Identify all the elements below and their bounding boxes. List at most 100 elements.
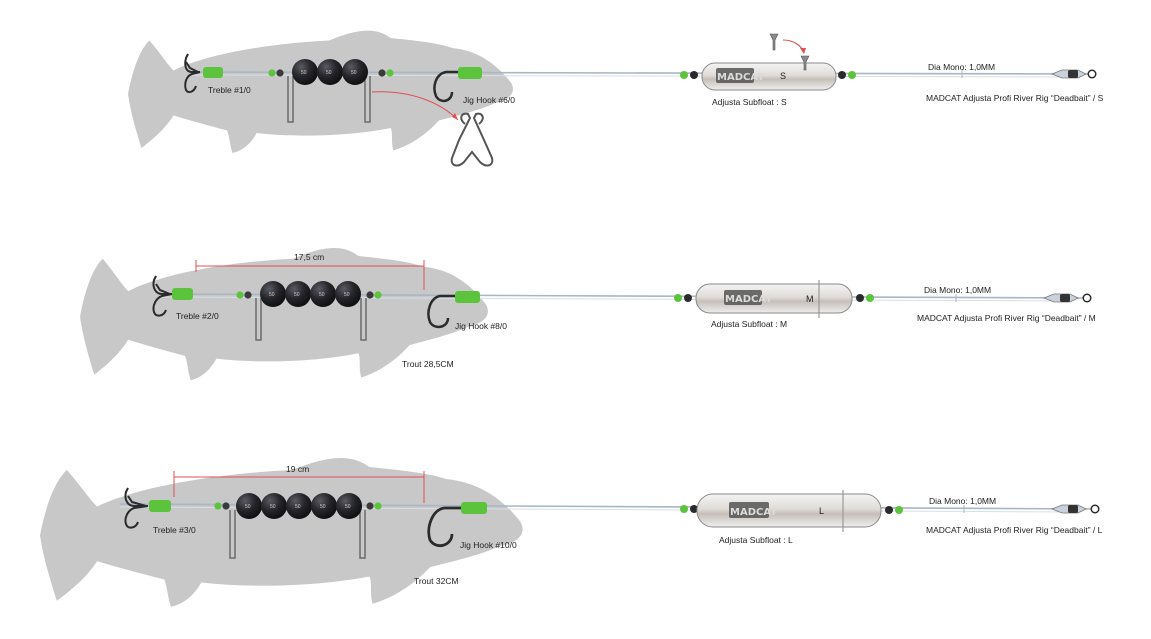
- float-size-letter: M: [806, 294, 814, 304]
- bead-label: 50: [326, 70, 332, 76]
- weight-bead: [285, 281, 311, 307]
- jig-hook-icon: [427, 294, 456, 329]
- pin-icon: [229, 510, 366, 559]
- float-stop-bead: [885, 506, 893, 514]
- swivel-barrel: [1060, 294, 1070, 302]
- subfloat: [696, 493, 882, 528]
- pin-icon: [287, 76, 371, 123]
- float-label: Adjusta Subfloat : M: [711, 319, 787, 329]
- rig-name: MADCAT Adjusta Profi River Rig “Deadbait…: [926, 93, 1104, 103]
- pin-icon: [255, 298, 367, 341]
- float-stop-bead: [895, 506, 903, 514]
- bead-label: 50: [301, 70, 307, 76]
- float-stop-bead: [848, 71, 856, 79]
- bead-label: 50: [345, 504, 351, 510]
- pointer-arrow: [371, 91, 459, 121]
- treble-label: Treble #1/0: [208, 85, 251, 95]
- float-stop-bead: [690, 71, 698, 79]
- jig-hook-label: Jig Hook #8/0: [455, 321, 507, 331]
- float-stop-bead: [690, 505, 698, 513]
- treble-sleeve: [172, 288, 193, 300]
- weight-bead: [292, 59, 318, 85]
- treble-sleeve: [203, 67, 223, 78]
- stop-bead: [222, 502, 230, 510]
- bait-clip-icon: [450, 112, 494, 167]
- bead-label: 50: [245, 504, 251, 510]
- stop-bead: [268, 69, 276, 77]
- float-stop-bead: [680, 71, 688, 79]
- float-label: Adjusta Subfloat : L: [719, 535, 793, 545]
- float-label: Adjusta Subfloat : S: [712, 97, 787, 107]
- weight-bead: [310, 281, 336, 307]
- float-stop-bead: [674, 294, 682, 302]
- rig-2: 17,5 cm 50 50 50 50: [80, 247, 1096, 381]
- stop-bead: [214, 502, 222, 510]
- swivel-ring-icon: [1087, 69, 1097, 79]
- jig-sleeve: [461, 502, 487, 514]
- float-stop-bead: [838, 71, 846, 79]
- stop-bead: [366, 291, 374, 299]
- stop-bead: [244, 291, 252, 299]
- weight-bead: [311, 493, 337, 519]
- mono-label: Dia Mono: 1,0MM: [924, 285, 991, 295]
- bead-label: 50: [269, 292, 275, 298]
- float-stop-bead: [856, 294, 864, 302]
- stop-bead: [386, 69, 394, 77]
- mono-label: Dia Mono: 1,0MM: [929, 496, 996, 506]
- float-brand: MADCAT: [730, 507, 777, 518]
- float-stop-bead: [866, 294, 874, 302]
- swivel-barrel: [1068, 70, 1078, 78]
- treble-label: Treble #2/0: [176, 311, 219, 321]
- stop-bead: [374, 502, 382, 510]
- bead-label: 50: [295, 504, 301, 510]
- bead-label: 50: [351, 70, 357, 76]
- float-size-letter: L: [819, 506, 824, 516]
- swivel-ring-icon: [1090, 504, 1100, 514]
- jig-hook-icon: [427, 506, 462, 548]
- float-brand: MADCAT: [717, 72, 764, 83]
- measure-label: 19 cm: [286, 464, 309, 474]
- weight-bead: [335, 281, 361, 307]
- float-stop-bead: [684, 294, 692, 302]
- adjust-pin-icon: [769, 33, 810, 71]
- float-brand-plate: [716, 68, 754, 83]
- jig-hook-label: Jig Hook #10/0: [460, 540, 517, 550]
- float-brand: MADCAT: [725, 294, 772, 305]
- rig-3: 19 cm 50 50 50 50 50: [40, 457, 1103, 607]
- bead-label: 50: [319, 292, 325, 298]
- jig-hook-label: Jig Hook #6/0: [463, 95, 515, 105]
- bead-label: 50: [320, 504, 326, 510]
- subfloat: [695, 283, 853, 314]
- arrow-head: [452, 113, 458, 120]
- treble-label: Treble #3/0: [153, 525, 196, 535]
- bead-label: 50: [270, 504, 276, 510]
- fish-silhouette: [128, 30, 513, 153]
- swivel-barrel: [1068, 505, 1078, 513]
- stop-bead: [378, 69, 386, 77]
- jig-hook-icon: [433, 70, 460, 103]
- measure-bracket: [173, 471, 425, 503]
- stop-bead: [236, 291, 244, 299]
- bead-label: 50: [294, 292, 300, 298]
- weight-bead: [342, 59, 368, 85]
- weight-beads: 50 50 50 50: [260, 281, 361, 307]
- weight-bead: [236, 493, 262, 519]
- trout-label: Trout 28,5CM: [402, 359, 454, 369]
- trout-label: Trout 32CM: [414, 576, 459, 586]
- measure-bracket: [195, 260, 425, 290]
- weight-beads: 50 50 50: [292, 59, 368, 85]
- jig-sleeve: [455, 291, 480, 303]
- float-stop-bead: [680, 505, 688, 513]
- float-brand-plate: [729, 502, 769, 518]
- rig-1: 50 50 50 MADCAT S Tre: [128, 30, 1104, 167]
- stop-bead: [276, 69, 284, 77]
- treble-sleeve: [149, 500, 171, 512]
- jig-sleeve: [458, 67, 482, 79]
- swivel-ring-icon: [1082, 293, 1092, 303]
- adjust-arrow: [782, 39, 805, 53]
- bead-label: 50: [344, 292, 350, 298]
- rig-name: MADCAT Adjusta Profi River Rig “Deadbait…: [926, 525, 1103, 535]
- float-size-letter: S: [780, 71, 786, 81]
- weight-bead: [261, 493, 287, 519]
